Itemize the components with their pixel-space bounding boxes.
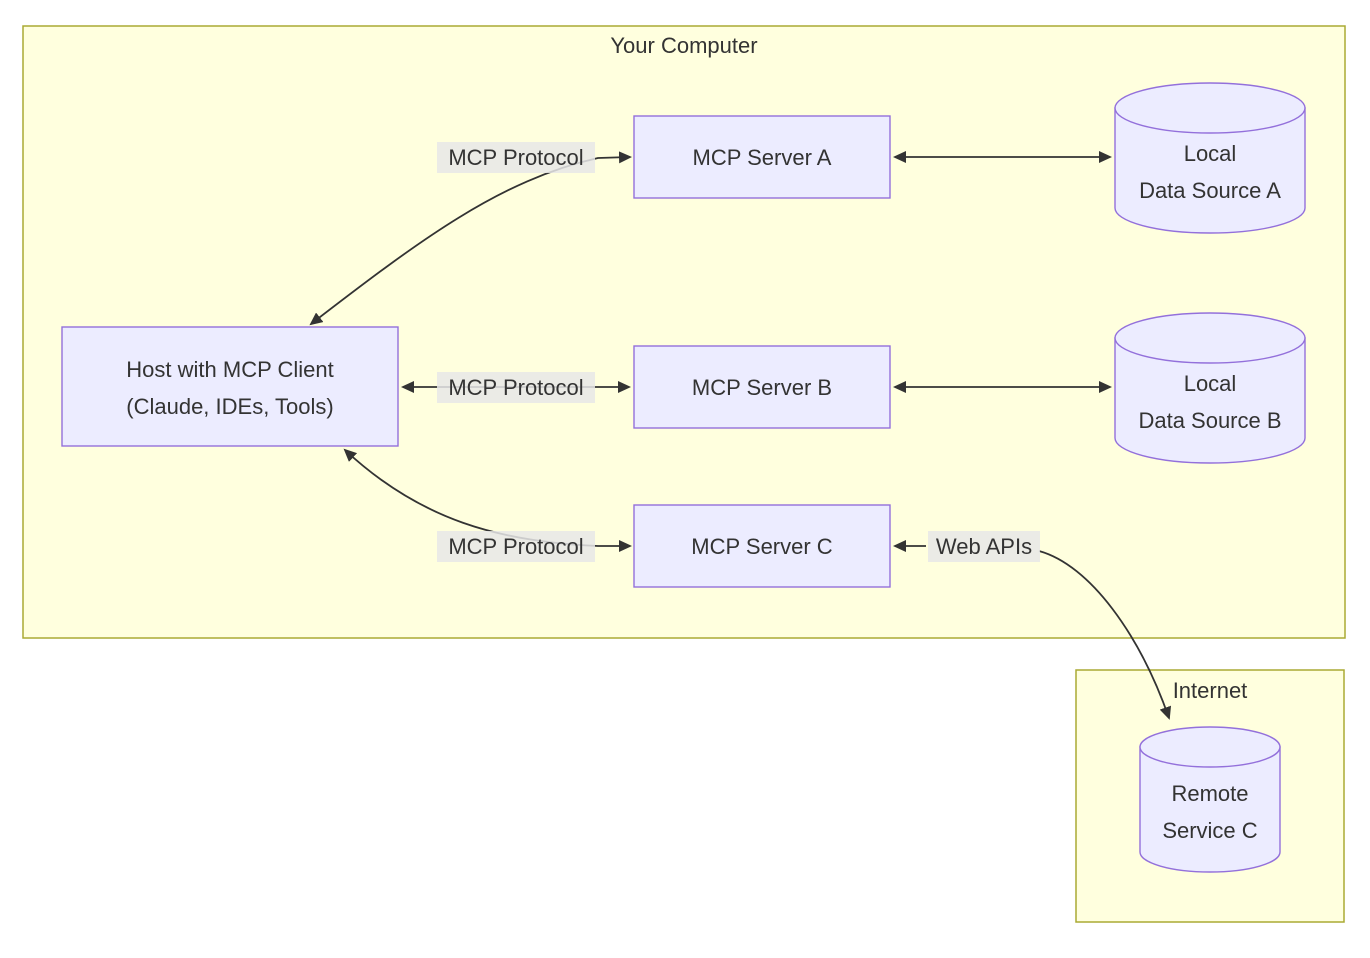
node-mcp-server-b: MCP Server B [633, 345, 891, 429]
edge-label-mcp-protocol-b-bg [437, 372, 595, 403]
cylinder-local-data-source-b: Local Data Source B [1114, 312, 1306, 464]
edge-label-mcp-protocol-a-text: MCP Protocol [448, 145, 583, 170]
cylinder-local-data-source-b-line2: Data Source B [1138, 408, 1281, 433]
cylinder-remote-service-c-line1: Remote [1171, 781, 1248, 806]
edge-label-web-apis-bg [928, 531, 1040, 562]
cylinder-local-data-source-a: Local Data Source A [1114, 82, 1306, 234]
cylinder-local-data-source-b-line1: Local [1184, 371, 1237, 396]
edge-label-web-apis-text: Web APIs [936, 534, 1032, 559]
node-mcp-server-a: MCP Server A [633, 115, 891, 199]
node-host-label-line1: Host with MCP Client [126, 357, 333, 382]
cylinder-remote-service-c: Remote Service C [1139, 726, 1281, 873]
node-host-box [61, 326, 399, 447]
node-host: Host with MCP Client (Claude, IDEs, Tool… [61, 326, 399, 447]
cylinder-local-data-source-a-line1: Local [1184, 141, 1237, 166]
node-mcp-server-c-label: MCP Server C [691, 534, 833, 559]
edge-label-web-apis: Web APIs [928, 531, 1040, 562]
cylinder-local-data-source-a-lid [1114, 82, 1306, 134]
edge-label-mcp-protocol-c: MCP Protocol [437, 531, 595, 562]
cluster-your-computer-label: Your Computer [610, 33, 757, 58]
edge-server-c-remote-c [895, 546, 1169, 718]
node-host-label-line2: (Claude, IDEs, Tools) [126, 394, 333, 419]
node-mcp-server-c-box [633, 504, 891, 588]
edge-label-mcp-protocol-b: MCP Protocol [437, 372, 595, 403]
edge-labels: MCP Protocol MCP Protocol MCP Protocol W… [437, 142, 1040, 562]
node-mcp-server-a-box [633, 115, 891, 199]
node-mcp-server-a-label: MCP Server A [693, 145, 832, 170]
cylinder-local-data-source-b-body [1114, 337, 1306, 464]
cylinder-local-data-source-a-line2: Data Source A [1139, 178, 1281, 203]
cylinder-local-data-source-b-lid [1114, 312, 1306, 364]
edge-label-mcp-protocol-b-text: MCP Protocol [448, 375, 583, 400]
edge-label-mcp-protocol-a-bg [437, 142, 595, 173]
node-mcp-server-b-box [633, 345, 891, 429]
cylinder-remote-service-c-lid [1139, 726, 1281, 768]
cluster-internet-label: Internet [1173, 678, 1248, 703]
cylinder-local-data-source-a-body [1114, 107, 1306, 234]
node-mcp-server-c: MCP Server C [633, 504, 891, 588]
node-mcp-server-b-label: MCP Server B [692, 375, 832, 400]
edge-label-mcp-protocol-c-bg [437, 531, 595, 562]
edge-label-mcp-protocol-c-text: MCP Protocol [448, 534, 583, 559]
edge-label-mcp-protocol-a: MCP Protocol [437, 142, 595, 173]
cylinder-remote-service-c-line2: Service C [1162, 818, 1257, 843]
cylinder-remote-service-c-body [1139, 746, 1281, 873]
